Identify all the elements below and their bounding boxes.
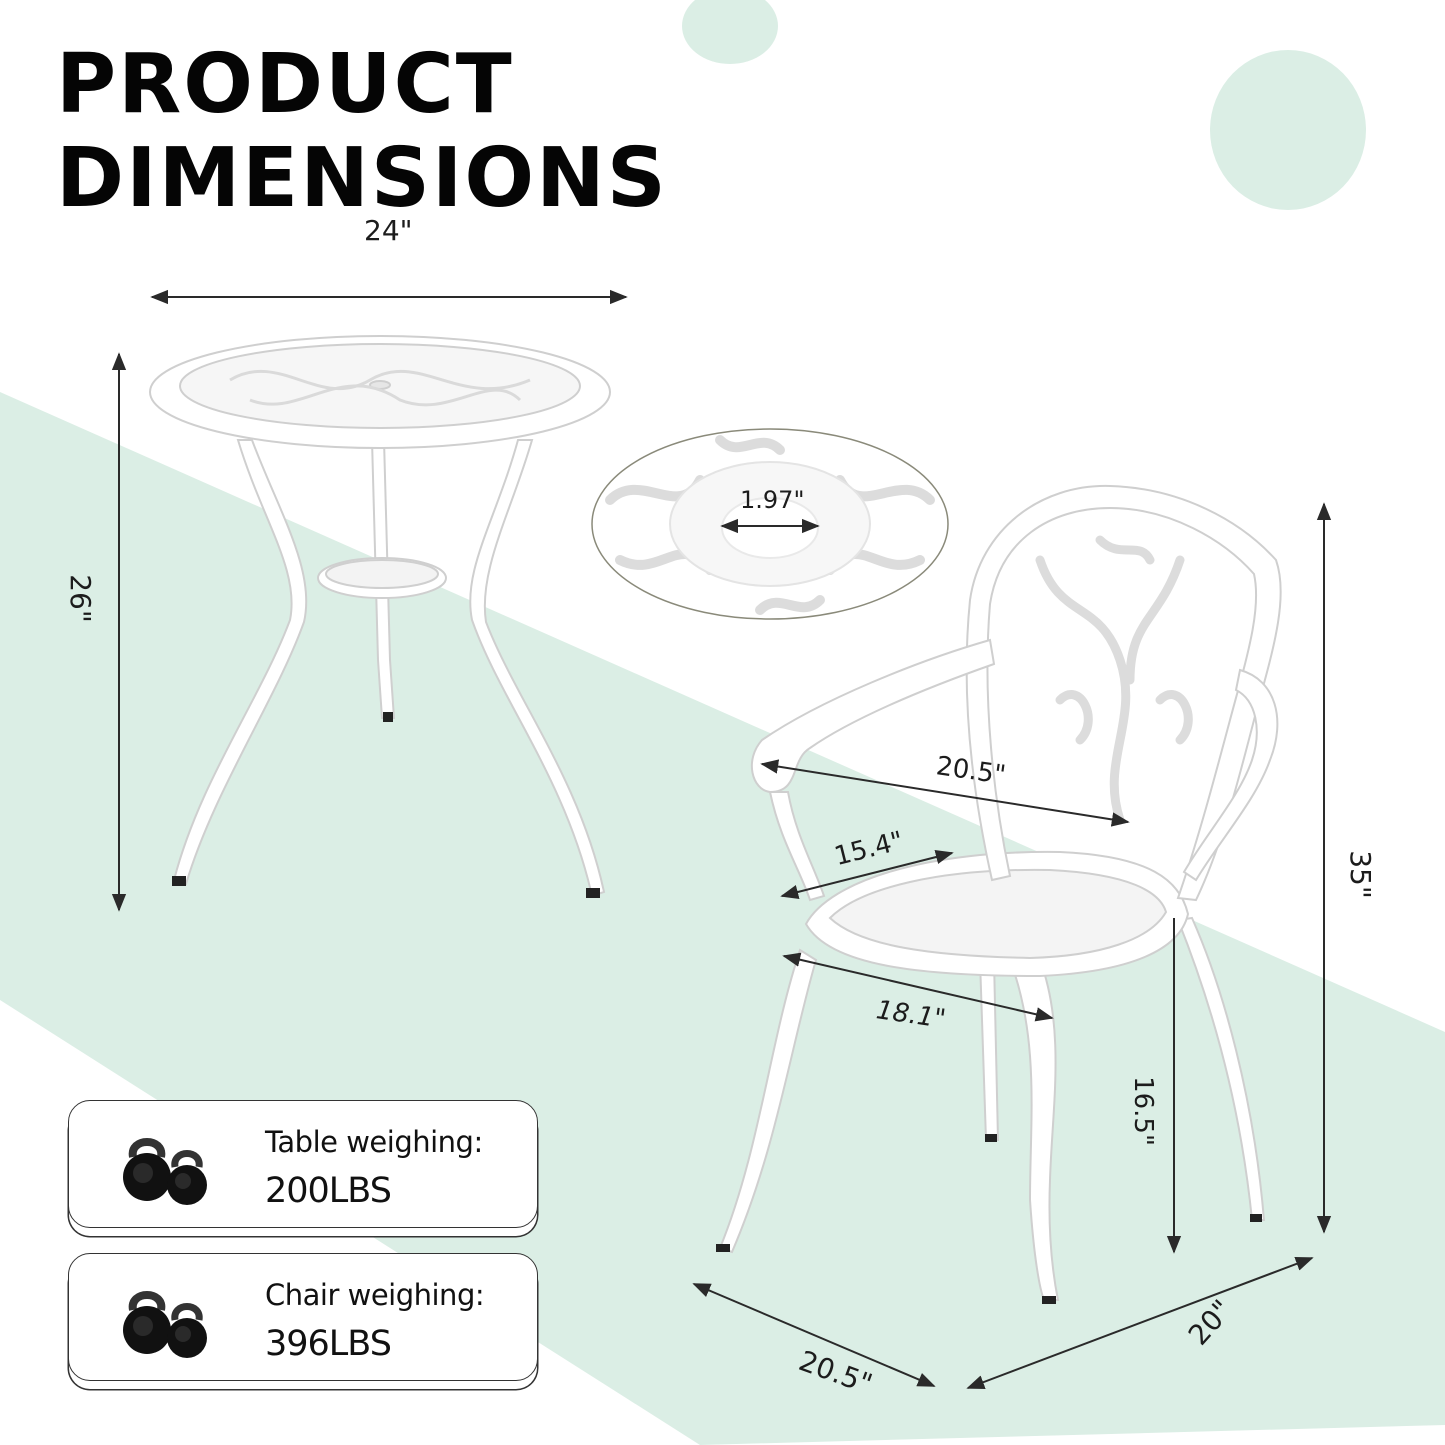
umbrella-hole-label: 1.97" xyxy=(740,486,805,514)
page-title: PRODUCT DIMENSIONS xyxy=(56,38,668,226)
chair-base-width-arrow xyxy=(692,1283,936,1387)
chair-arm-width-arrow xyxy=(760,759,1130,827)
chair-weight-label: Chair weighing: xyxy=(265,1278,485,1312)
umbrella-hole-detail xyxy=(591,428,949,620)
decor-circle-large xyxy=(1210,50,1366,210)
title-line-2: DIMENSIONS xyxy=(56,131,668,226)
chair-weight-card: Chair weighing: 396LBS xyxy=(68,1253,538,1381)
bistro-table xyxy=(149,335,611,898)
chair-seat-height-label: 16.5" xyxy=(1127,1076,1158,1146)
chair-total-height-label: 35" xyxy=(1343,850,1377,899)
table-width-label: 24" xyxy=(364,214,413,247)
title-line-1: PRODUCT xyxy=(56,37,514,132)
chair-seat-depth-arrow xyxy=(780,849,954,900)
kettlebell-icon xyxy=(123,1138,207,1205)
chair-base-depth-arrow xyxy=(966,1256,1314,1390)
decor-circle-small xyxy=(682,0,778,64)
table-weight-card: Table weighing: 200LBS xyxy=(68,1100,538,1228)
table-weight-label: Table weighing: xyxy=(265,1125,483,1159)
table-height-label: 26" xyxy=(63,574,97,623)
kettlebell-icon xyxy=(123,1291,207,1358)
chair-seat-width-arrow xyxy=(782,952,1054,1022)
chair-weight-value: 396LBS xyxy=(265,1324,392,1364)
table-weight-value: 200LBS xyxy=(265,1171,392,1211)
